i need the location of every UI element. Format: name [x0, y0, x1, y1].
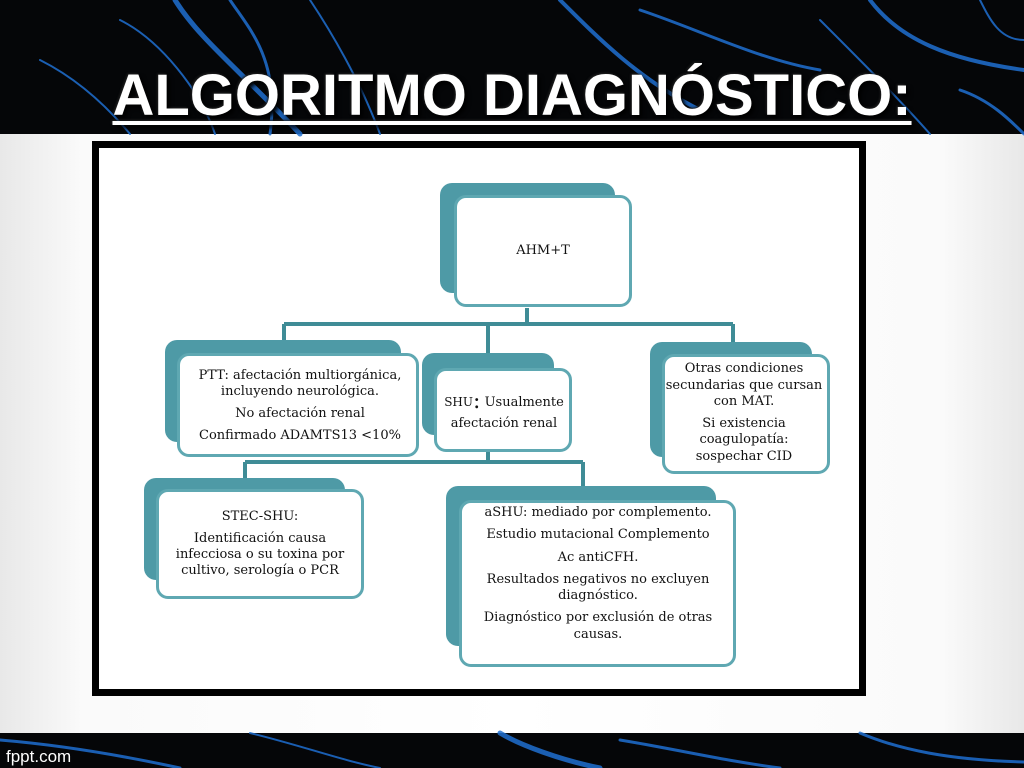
header-band: [0, 0, 1024, 134]
node-shu-label: SHU: Usualmente afectación renal: [436, 388, 572, 432]
node-ptt-text: PTT: afectación multiorgánica, incluyend…: [189, 358, 411, 454]
node-ahmt-front: [454, 195, 632, 307]
node-ptt-line-3: Confirmado ADAMTS13 <10%: [199, 428, 401, 444]
node-shu-colon: :: [473, 389, 481, 415]
node-otras: Otras condiciones secundarias que cursan…: [650, 342, 832, 475]
node-ashu: aSHU: mediado por complemento. Estudio m…: [446, 486, 738, 668]
node-stec-front: [156, 489, 364, 599]
node-ashu-text: aSHU: mediado por complemento. Estudio m…: [464, 494, 732, 654]
node-otras-line-1: Otras condiciones secundarias que cursan…: [665, 361, 823, 409]
node-ahmt: AHM+T: [440, 183, 634, 309]
node-ashu-line-3: Ac antiCFH.: [557, 549, 639, 565]
node-shu-prefix: SHU: [444, 395, 474, 410]
node-ahmt-label: AHM+T: [516, 242, 570, 258]
node-ptt-front: [177, 353, 419, 457]
node-otras-line-2: Si existencia coagulopatía: sospechar CI…: [695, 416, 793, 464]
node-ashu-front: [459, 500, 736, 667]
node-ashu-line-4: Resultados negativos no excluyen diagnós…: [486, 571, 710, 604]
footer-brand[interactable]: fppt.com: [6, 747, 72, 766]
node-stec-text: STEC-SHU: Identificación causa infeccios…: [160, 494, 360, 594]
node-stec-line-2: Identificación causa infecciosa o su tox…: [175, 530, 345, 579]
node-ahmt-text: AHM+T: [454, 195, 632, 307]
node-ptt-line-1: PTT: afectación multiorgánica, incluyend…: [198, 367, 402, 399]
node-ashu-line-2: Estudio mutacional Complemento: [486, 527, 710, 543]
node-ashu-line-1: aSHU: mediado por complemento.: [484, 505, 712, 521]
node-stec: STEC-SHU: Identificación causa infeccios…: [144, 478, 366, 601]
node-shu-desc: Usualmente afectación renal: [450, 395, 564, 431]
node-shu-front: [434, 368, 572, 452]
node-otras-front: [662, 354, 830, 474]
node-ashu-line-5: Diagnóstico por exclusión de otras causa…: [483, 610, 713, 642]
slide-title: ALGORITMO DIAGNÓSTICO:: [112, 63, 912, 128]
node-ptt: PTT: afectación multiorgánica, incluyend…: [165, 340, 421, 460]
node-stec-line-1: STEC-SHU:: [221, 508, 299, 524]
node-otras-text: Otras condiciones secundarias que cursan…: [664, 356, 824, 470]
node-ptt-line-2: No afectación renal: [235, 406, 365, 421]
node-shu-text: SHU: Usualmente afectación renal: [436, 368, 572, 452]
node-shu: SHU: Usualmente afectación renal: [422, 353, 574, 453]
